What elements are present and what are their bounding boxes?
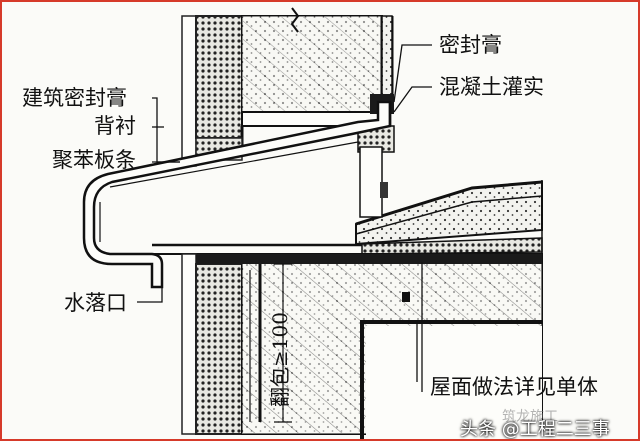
label-roof-detail: 屋面做法详见单体 xyxy=(430,375,598,399)
label-backing: 背衬 xyxy=(94,114,136,138)
label-building-sealant: 建筑密封膏 xyxy=(22,86,127,110)
leader-lines xyxy=(137,44,432,392)
label-sealant-top: 密封膏 xyxy=(439,33,502,57)
label-polystyrene-strip: 聚苯板条 xyxy=(52,148,136,172)
label-concrete-fill: 混凝土灌实 xyxy=(439,75,544,99)
lower-wall xyxy=(181,253,543,439)
upper-wall xyxy=(181,7,394,167)
roof-layers xyxy=(355,146,543,262)
watermark-credit: 头条 @工程二三事 xyxy=(460,419,610,440)
watermark-brand: 筑龙施工 xyxy=(502,409,558,425)
dimension-label: 翻包≥100 xyxy=(268,312,292,407)
label-drain-outlet: 水落口 xyxy=(64,291,127,315)
